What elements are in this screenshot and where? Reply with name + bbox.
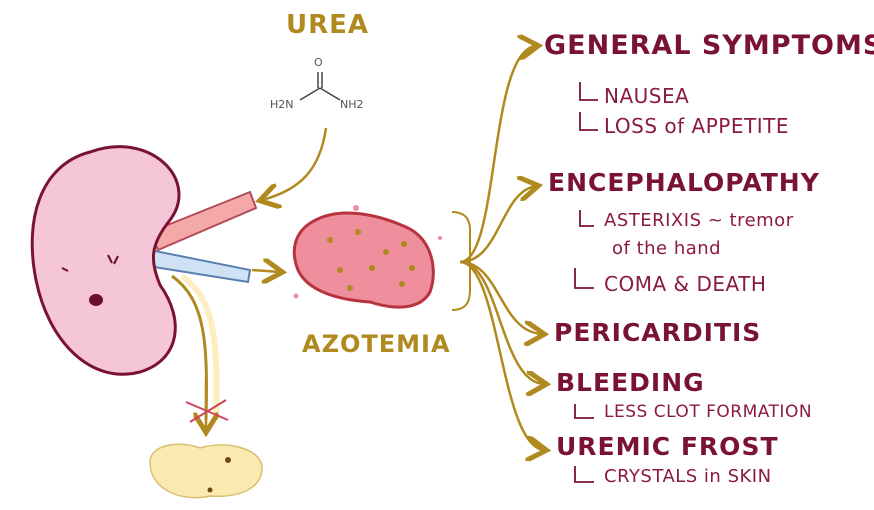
splatter-dots <box>293 205 442 299</box>
effect-item-coma-death: COMA & DEATH <box>604 272 767 296</box>
sub-item-hooks <box>574 82 598 483</box>
azotemia-label: AZOTEMIA <box>302 330 451 358</box>
effect-item-loss-of-appetite: LOSS of APPETITE <box>604 114 789 138</box>
branch-arrows <box>459 46 544 450</box>
vein-arrow <box>251 270 280 272</box>
kidney <box>30 145 181 376</box>
urine-puddle <box>149 443 263 499</box>
urea-formula-right: NH2 <box>340 98 364 111</box>
effect-title-encephalopathy: ENCEPHALOPATHY <box>548 168 820 197</box>
urea-arrow <box>262 127 328 200</box>
effect-item-crystals-in-skin: CRYSTALS in SKIN <box>604 466 772 487</box>
effect-title-pericarditis: PERICARDITIS <box>554 318 762 347</box>
effect-item-nausea: NAUSEA <box>604 84 690 108</box>
effect-title-uremic-frost: UREMIC FROST <box>556 432 779 461</box>
urea-formula-o: O <box>314 56 323 69</box>
effect-item-of-the-hand: of the hand <box>612 238 722 259</box>
effect-title-general-symptoms: GENERAL SYMPTOMS <box>544 30 874 61</box>
blocked-mark <box>185 399 229 423</box>
urea-particles <box>327 229 415 291</box>
effect-item-asterixis: ASTERIXIS ~ tremor <box>604 210 794 231</box>
urea-molecule <box>299 72 341 101</box>
effect-title-bleeding: BLEEDING <box>556 368 705 397</box>
renal-vein <box>146 248 252 284</box>
urea-formula-left: H2N <box>270 98 294 111</box>
urea-title: UREA <box>286 10 370 40</box>
azotemia-blob <box>292 211 435 309</box>
kidney-face <box>61 254 119 306</box>
effect-item-less-clot-formation: LESS CLOT FORMATION <box>604 402 813 422</box>
